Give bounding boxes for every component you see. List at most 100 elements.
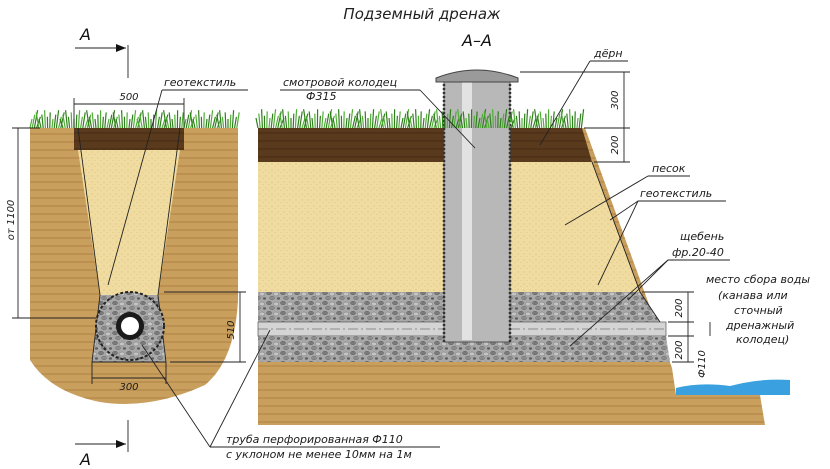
grass-blade [345,117,348,129]
grass-blade [475,111,478,129]
section-title: А–А [461,31,492,50]
grass-blade [58,116,62,129]
grass-blade [361,115,365,129]
grass-blade [465,117,468,129]
grass-blade [189,112,194,129]
grass-blade [576,117,579,129]
grass-blade [501,113,505,129]
grass-blade [556,113,561,129]
grass-blade [382,115,387,129]
section-grass [255,109,585,129]
grass-blade [161,118,166,129]
grass-blade [70,112,73,129]
grass-blade [88,116,93,129]
grass-blade [86,114,92,129]
grass-blade [422,117,425,129]
label-water-1: место сбора воды [706,273,810,286]
grass-blade [168,112,172,129]
grass-blade [115,118,119,129]
grass-blade [301,117,306,129]
grass-blade [327,109,333,129]
grass-blade [459,115,464,129]
grass-blade [448,109,452,129]
grass-blade [277,111,282,129]
grass-blade [108,114,113,129]
water-body [676,379,790,395]
leader-well [419,89,476,149]
grass-blade [534,109,538,129]
grass-blade [481,109,487,129]
grass-blade [299,111,303,129]
grass-blade [35,112,40,129]
leader-pipe-left [141,344,211,448]
grass-blade [409,117,413,129]
leader-turf [539,60,591,146]
grass-blade [62,114,66,129]
grass-blade [308,111,312,129]
grass-blade [534,113,540,129]
grass-blade [159,112,163,129]
grass-blade [506,115,510,129]
grass-blade [33,110,39,129]
grass-blade [364,111,367,129]
grass-blade [130,114,134,129]
grass-blade [305,115,310,129]
grass-blade [433,113,437,129]
grass-blade [323,117,327,129]
grass-blade [319,115,321,129]
grass-blade [513,109,516,129]
label-turf: дёрн [593,47,623,60]
grass-blade [86,110,90,129]
grass-blade [349,109,354,129]
grass-blade [279,113,283,129]
dim-gravel-top: 200 [674,298,685,317]
grass-blade [457,113,463,129]
grass-blade [554,117,558,129]
section-mark-top-arrowhead [116,44,126,52]
trench-dimensions: 500 300 от 1100 510 [6,92,246,393]
label-water-2: (канава или [718,289,788,302]
grass-blade [356,113,360,129]
grass-blade [438,115,442,129]
grass-blade [135,116,139,129]
grass-blade [139,114,143,129]
label-geotextile-right: геотекстиль [640,187,712,200]
grass-blade [190,116,195,129]
grass-blade [171,118,174,129]
grass-blade [229,114,232,129]
grass-blade [106,118,110,129]
grass-blade [181,112,184,129]
grass-blade [518,111,521,129]
grass-blade [216,114,220,129]
grass-blade [429,115,433,129]
label-geotextile-left: геотекстиль [164,76,236,89]
grass-blade [376,111,380,129]
grass-blade [258,113,261,129]
grass-blade [385,111,389,129]
grass-blade [121,110,123,129]
grass-blade [207,114,211,129]
grass-blade [431,111,436,129]
label-gravel: щебень [680,230,724,243]
grass-blade [457,109,461,129]
grass-blade [212,116,216,129]
grass-blade [338,109,340,129]
grass-blade [136,118,141,129]
grass-blade [321,111,324,129]
grass-blade [154,110,158,129]
grass-blade [404,109,410,129]
grass-blade [144,116,148,129]
grass-blade [82,112,86,129]
grass-blade [224,112,227,129]
section-mark-bottom-arrowhead [116,440,126,448]
grass-blade [578,113,582,129]
section-marks: А А [75,25,129,469]
grass-blade [303,109,307,129]
grass-blade [179,116,181,129]
dim-depth: от 1100 [6,200,17,241]
grass-blade [270,113,274,129]
grass-blade [499,117,502,129]
grass-blade [36,116,41,129]
grass-blade [118,114,121,129]
grass-blade [163,110,167,129]
